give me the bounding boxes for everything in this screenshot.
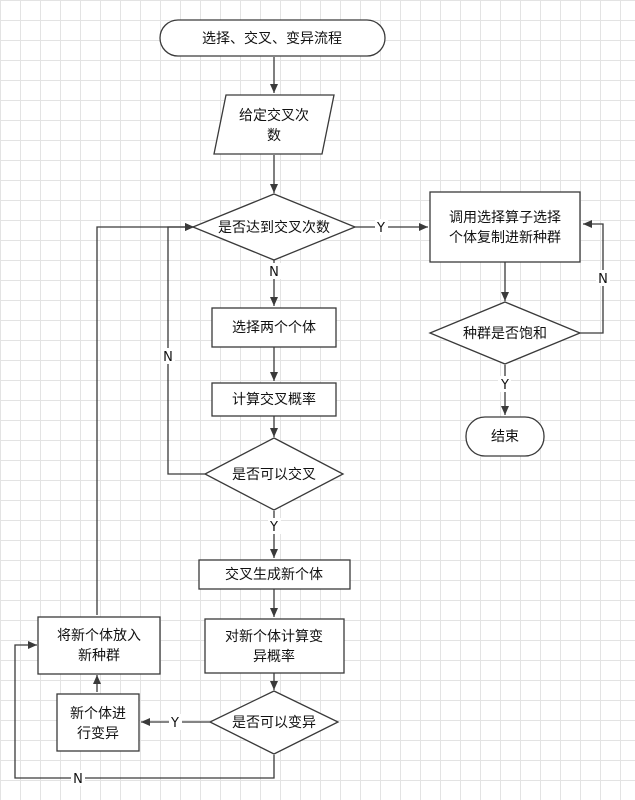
node-can-cross: 是否可以交叉 [203, 437, 345, 511]
edges [14, 57, 604, 779]
node-saturated: 种群是否饱和 [428, 301, 582, 365]
node-start: 选择、交叉、变异流程 [159, 19, 386, 57]
edge-labels: Y N N Y Y N N Y [71, 219, 610, 787]
node-generate: 交叉生成新个体 [198, 559, 351, 590]
node-select-two-label: 选择两个个体 [232, 320, 316, 336]
node-can-cross-label: 是否可以交叉 [232, 466, 316, 483]
node-put-back-line1: 将新个体放入 [57, 628, 141, 644]
node-copy-op-line1: 调用选择算子选择 [449, 210, 561, 226]
node-input-times-line1: 给定交叉次 [239, 107, 309, 124]
node-select-two: 选择两个个体 [211, 307, 337, 348]
node-check-count: 是否达到交叉次数 [191, 193, 357, 261]
node-mutate-line2: 行变异 [77, 726, 119, 742]
label-count-yes: Y [376, 221, 385, 236]
node-input-times: 给定交叉次 数 [213, 94, 335, 155]
node-copy-op-line2: 个体复制进新种群 [449, 229, 561, 246]
node-copy-op: 调用选择算子选择 个体复制进新种群 [429, 191, 581, 263]
label-cross-no: N [163, 350, 173, 365]
label-count-no: N [269, 265, 279, 280]
node-mutate-line1: 新个体进 [70, 706, 126, 722]
node-mutate: 新个体进 行变异 [56, 693, 140, 752]
edge-canmutate-no-to-putback [14, 641, 275, 779]
node-check-count-label: 是否达到交叉次数 [218, 219, 330, 236]
label-cross-yes: Y [269, 520, 278, 535]
label-mutate-yes: Y [170, 716, 179, 731]
node-can-mutate-label: 是否可以变异 [232, 715, 316, 731]
node-calc-prob-label: 计算交叉概率 [232, 391, 316, 408]
label-saturated-no: N [598, 272, 608, 287]
node-put-back: 将新个体放入 新种群 [37, 616, 161, 675]
node-input-times-line2: 数 [267, 128, 281, 144]
edge-putback-to-check [96, 223, 194, 615]
node-calc-prob: 计算交叉概率 [211, 382, 337, 417]
label-saturated-yes: Y [500, 378, 509, 393]
node-mut-prob: 对新个体计算变 异概率 [204, 618, 345, 674]
node-start-label: 选择、交叉、变异流程 [202, 30, 342, 47]
node-saturated-label: 种群是否饱和 [463, 326, 547, 342]
node-can-mutate: 是否可以变异 [208, 690, 340, 755]
node-mut-prob-line2: 异概率 [253, 648, 295, 665]
node-mut-prob-line1: 对新个体计算变 [225, 629, 323, 645]
label-mutate-no: N [73, 772, 83, 787]
node-end: 结束 [465, 416, 545, 457]
node-end-label: 结束 [491, 429, 519, 445]
node-generate-label: 交叉生成新个体 [225, 566, 323, 583]
node-put-back-line2: 新种群 [78, 648, 120, 664]
